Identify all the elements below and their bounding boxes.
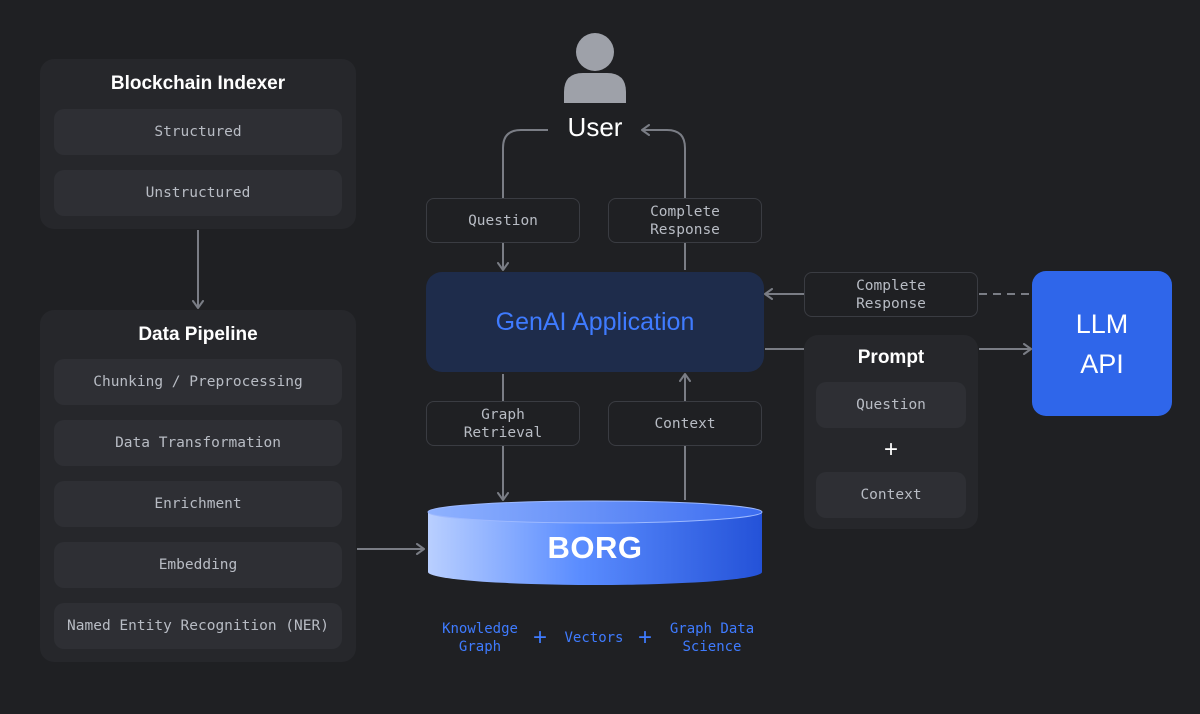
context-flow-label: Context bbox=[608, 401, 762, 446]
complete-response-llm-label: Complete Response bbox=[804, 272, 978, 317]
data-pipeline-title: Data Pipeline bbox=[138, 324, 258, 345]
graph-retrieval-label: Graph Retrieval bbox=[426, 401, 580, 446]
indexer-item-unstructured: Unstructured bbox=[54, 170, 342, 216]
prompt-title: Prompt bbox=[857, 347, 925, 368]
pipeline-item-ner: Named Entity Recognition (NER) bbox=[54, 603, 342, 649]
user-avatar-icon bbox=[564, 33, 626, 103]
borg-feature-graph-data-science: Graph Data Science bbox=[669, 621, 755, 655]
borg-plus-sign-1: + bbox=[533, 624, 548, 651]
pipeline-item-chunking: Chunking / Preprocessing bbox=[54, 359, 342, 405]
blockchain-indexer-panel: Blockchain Indexer Structured Unstructur… bbox=[40, 59, 356, 229]
borg-label: BORG bbox=[547, 530, 643, 565]
borg-feature-knowledge-graph: Knowledge Graph bbox=[442, 621, 518, 655]
complete-response-user-label: Complete Response bbox=[608, 198, 762, 243]
pipeline-item-transformation: Data Transformation bbox=[54, 420, 342, 466]
borg-feature-vectors: Vectors bbox=[564, 630, 624, 646]
prompt-plus-sign: + bbox=[883, 436, 898, 463]
borg-database-icon bbox=[427, 500, 763, 585]
genai-application-box: GenAI Application bbox=[426, 272, 764, 372]
pipeline-item-embedding: Embedding bbox=[54, 542, 342, 588]
question-flow-label: Question bbox=[426, 198, 580, 243]
borg-plus-sign-2: + bbox=[638, 624, 653, 651]
prompt-item-question: Question bbox=[816, 382, 966, 428]
indexer-item-structured: Structured bbox=[54, 109, 342, 155]
prompt-panel: Prompt Question Context bbox=[804, 335, 978, 529]
pipeline-item-enrichment: Enrichment bbox=[54, 481, 342, 527]
blockchain-indexer-title: Blockchain Indexer bbox=[110, 73, 286, 94]
prompt-item-context: Context bbox=[816, 472, 966, 518]
user-label: User bbox=[567, 112, 623, 142]
data-pipeline-panel: Data Pipeline Chunking / Preprocessing D… bbox=[40, 310, 356, 662]
llm-api-box: LLM API bbox=[1032, 271, 1172, 416]
